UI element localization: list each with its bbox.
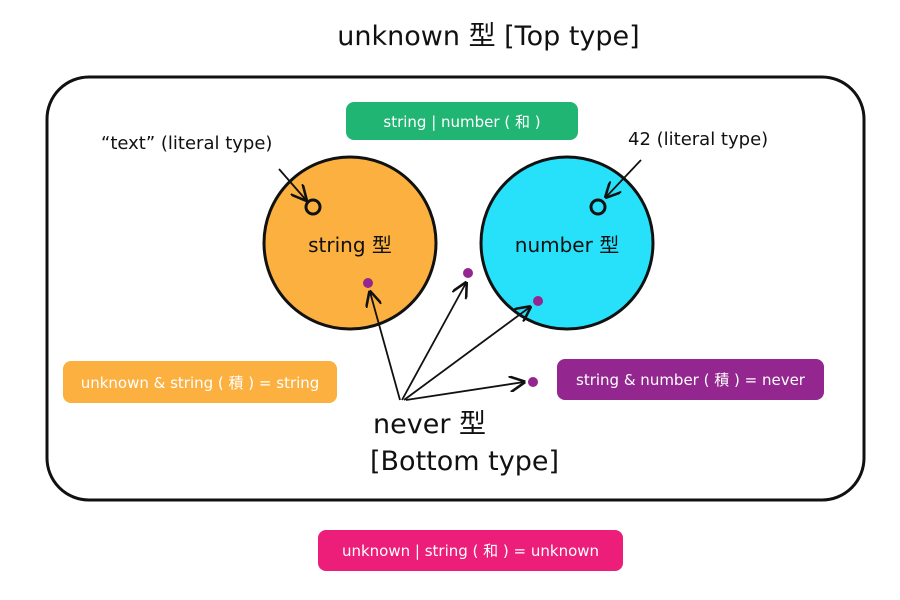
diagram-title: unknown 型 [Top type] xyxy=(337,21,640,52)
never-type-label: never 型 xyxy=(373,409,486,440)
bottom-type-label: [Bottom type] xyxy=(370,446,559,477)
string-type-label: string 型 xyxy=(308,233,392,257)
never-arrow-to-number xyxy=(403,307,530,401)
never-arrow-to-outside xyxy=(405,382,524,401)
number-literal-arrow xyxy=(606,159,642,197)
text-literal-marker xyxy=(304,198,322,216)
never-arrow-to-string xyxy=(370,292,401,401)
never-dot-in-string xyxy=(363,278,373,288)
union-string-number-label: string | number ( 和 ) xyxy=(346,102,578,140)
number-type-label: number 型 xyxy=(514,233,620,257)
never-dot-in-number xyxy=(533,296,543,306)
intersection-string-number-label: string & number ( 積 ) = never xyxy=(557,359,824,400)
never-dot-outside xyxy=(528,377,538,387)
number-literal-label: 42 (literal type) xyxy=(628,129,769,150)
union-unknown-string-label: unknown | string ( 和 ) = unknown xyxy=(318,530,623,571)
intersection-unknown-string-label: unknown & string ( 積 ) = string xyxy=(63,361,337,403)
never-dot-between xyxy=(463,268,473,278)
never-arrow-to-between xyxy=(401,283,466,401)
text-literal-label: “text” (literal type) xyxy=(101,133,273,154)
text-literal-arrow xyxy=(278,168,306,200)
number-literal-marker xyxy=(589,198,607,216)
